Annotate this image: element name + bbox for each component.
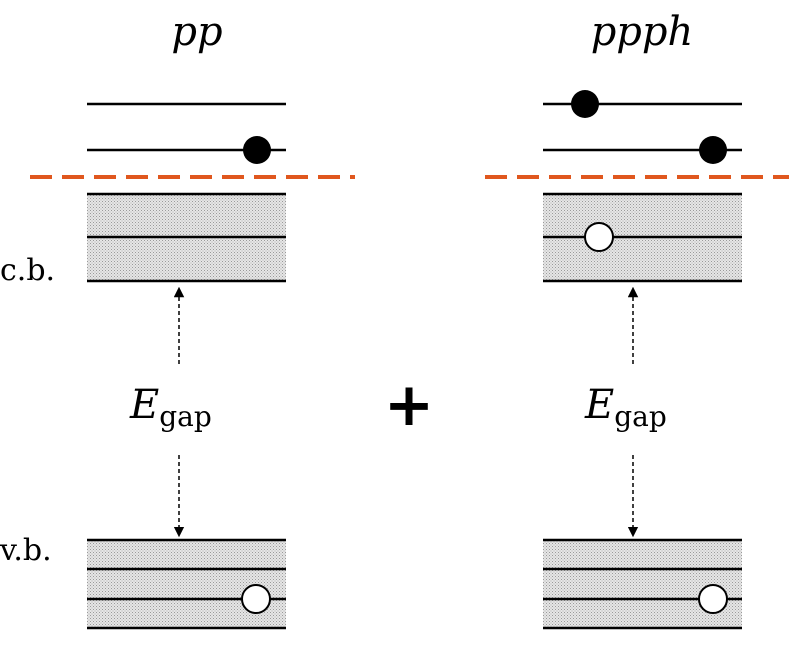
left-gap-symbol: E <box>129 382 159 428</box>
left-gap-subscript: gap <box>159 400 212 433</box>
right-gap-subscript: gap <box>614 400 667 433</box>
right-gap-label: Egap <box>584 382 667 433</box>
right-title: ppph <box>591 9 694 55</box>
right-cb-hole <box>584 222 614 252</box>
right-column <box>543 90 742 630</box>
cb-label: c.b. <box>0 253 55 288</box>
right-valence-band <box>543 540 742 628</box>
left-particle <box>243 136 271 164</box>
left-valence-band <box>87 540 286 628</box>
right-particle-upper <box>571 90 599 118</box>
right-vb-hole <box>698 584 728 614</box>
right-particle-lower <box>699 136 727 164</box>
left-title: pp <box>171 9 222 55</box>
left-column <box>87 102 286 630</box>
vb-label: v.b. <box>0 533 52 568</box>
plus-operator: + <box>384 370 434 440</box>
left-gap-label: Egap <box>129 382 212 433</box>
left-hole <box>241 584 271 614</box>
right-gap-symbol: E <box>584 382 614 428</box>
